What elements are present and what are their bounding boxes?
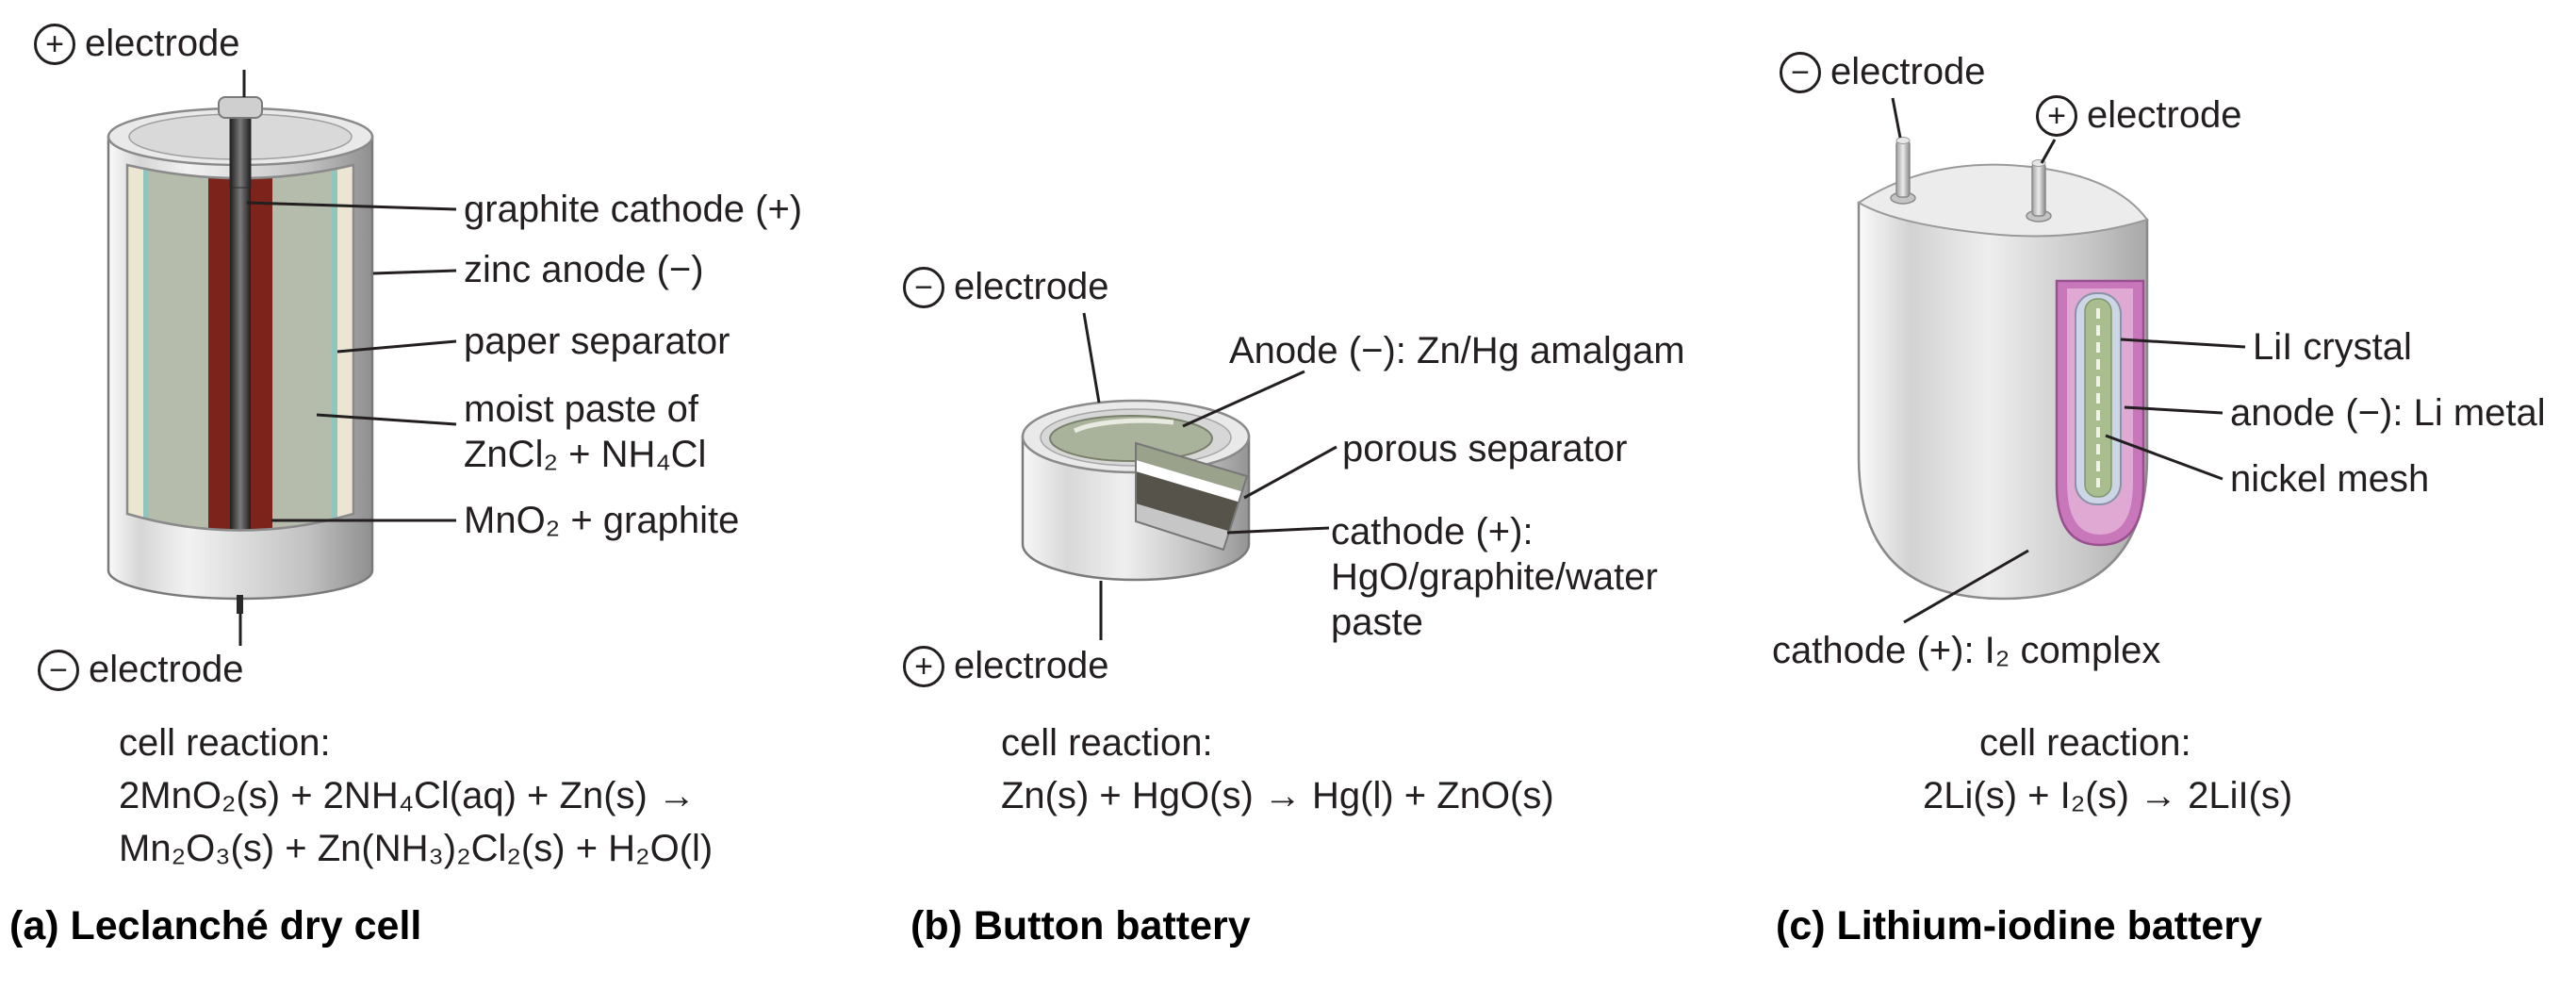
button-battery-illustration <box>1021 399 1251 582</box>
minus-electrode-icon: − <box>38 649 79 691</box>
cell-reaction-a: cell reaction: 2MnO₂(s) + 2NH₄Cl(aq) + Z… <box>119 717 713 875</box>
caption-c: (c) Lithium-iodine battery <box>1776 903 2262 948</box>
leclanche-cell-illustration <box>107 96 374 614</box>
electrode-label-c-positive: + electrode <box>2036 94 2242 137</box>
cell-cross-section <box>127 165 353 531</box>
caption-a: (a) Leclanché dry cell <box>9 903 422 948</box>
positive-terminal-cap <box>218 96 263 119</box>
paste-region-right <box>272 165 332 531</box>
paper-separator-right <box>332 165 337 531</box>
electrode-label-b-negative: − electrode <box>903 266 1109 308</box>
positive-terminal-pin <box>2031 162 2046 217</box>
minus-electrode-icon: − <box>1780 51 1821 93</box>
label-iodine-cathode: cathode (+): I₂ complex <box>1772 630 2161 671</box>
cutaway-outline <box>125 163 355 532</box>
plus-electrode-icon: + <box>2036 94 2077 137</box>
label-graphite-cathode: graphite cathode (+) <box>464 189 803 230</box>
reaction-heading: cell reaction: <box>1979 722 2191 764</box>
electrode-label-a-negative: − electrode <box>38 649 244 691</box>
negative-terminal-stub <box>237 595 243 614</box>
wedge-outline <box>1135 441 1249 552</box>
electrode-label-text: electrode <box>954 645 1109 686</box>
negative-terminal-pin <box>1895 140 1911 198</box>
case-top-face <box>1857 163 2149 238</box>
electrode-label-c-negative: − electrode <box>1780 51 1986 93</box>
label-paper-separator: paper separator <box>464 321 730 362</box>
label-anode-amalgam: Anode (−): Zn/Hg amalgam <box>1229 330 1685 371</box>
mno2-region-right <box>251 165 272 531</box>
positive-pin-top <box>2031 159 2046 167</box>
plus-electrode-icon: + <box>34 23 75 65</box>
reaction-line: Mn₂O₃(s) + Zn(NH₃)₂Cl₂(s) + H₂O(l) <box>119 828 714 869</box>
cathode-layer <box>1136 471 1247 536</box>
reaction-heading: cell reaction: <box>1001 722 1213 764</box>
label-nickel-mesh: nickel mesh <box>2230 458 2430 500</box>
label-lii-crystal: LiI crystal <box>2253 326 2412 368</box>
zinc-anode-wall-right <box>337 165 353 531</box>
label-li-anode: anode (−): Li metal <box>2230 392 2546 434</box>
label-moist-paste: moist paste of ZnCl₂ + NH₄Cl <box>464 388 707 475</box>
anode-highlight <box>1073 418 1174 434</box>
separator-layer <box>1136 460 1247 504</box>
reaction-line: 2MnO₂(s) + 2NH₄Cl(aq) + Zn(s) → <box>119 775 696 816</box>
electrode-label-text: electrode <box>1830 51 1986 92</box>
label-cathode-paste: cathode (+): HgO/graphite/water paste <box>1331 511 1658 643</box>
anode-cut-edge <box>1136 443 1247 493</box>
graphite-rod-top <box>229 111 252 189</box>
cell-reaction-c: cell reaction: 2Li(s) + I₂(s) → 2LiI(s) <box>1923 717 2292 822</box>
reaction-heading: cell reaction: <box>119 722 331 764</box>
reaction-line: 2Li(s) + I₂(s) → 2LiI(s) <box>1923 775 2293 816</box>
label-porous-separator: porous separator <box>1342 428 1628 470</box>
negative-pin-top <box>1895 137 1911 144</box>
cell-reaction-b: cell reaction: Zn(s) + HgO(s) → Hg(l) + … <box>1001 717 1554 822</box>
paper-separator-left <box>143 165 149 531</box>
electrode-label-text: electrode <box>954 266 1109 307</box>
caption-b: (b) Button battery <box>911 903 1251 948</box>
electrode-label-b-positive: + electrode <box>903 645 1109 687</box>
electrode-label-text: electrode <box>2087 94 2242 136</box>
electrode-label-text: electrode <box>89 649 244 690</box>
mno2-region-left <box>208 165 230 531</box>
lithium-iodine-battery-illustration <box>1857 137 2149 601</box>
electrode-label-a-positive: + electrode <box>34 23 240 65</box>
electrode-label-text: electrode <box>85 23 240 64</box>
plus-electrode-icon: + <box>903 645 944 687</box>
reaction-line: Zn(s) + HgO(s) → Hg(l) + ZnO(s) <box>1001 775 1554 816</box>
graphite-rod <box>230 165 251 531</box>
label-mno2-graphite: MnO₂ + graphite <box>464 500 740 541</box>
minus-electrode-icon: − <box>903 266 944 308</box>
label-zinc-anode: zinc anode (−) <box>464 249 704 290</box>
paste-region-left <box>149 165 208 531</box>
